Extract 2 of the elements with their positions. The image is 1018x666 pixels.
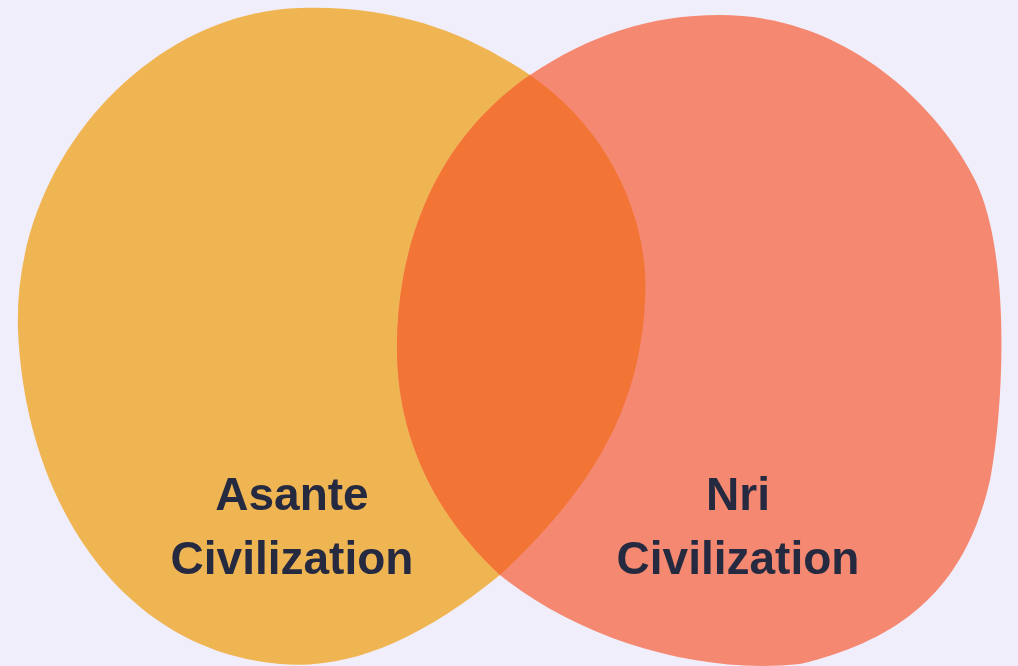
set-label: Asante Civilization	[169, 467, 415, 586]
set-label: Nri Civilization	[615, 467, 861, 586]
